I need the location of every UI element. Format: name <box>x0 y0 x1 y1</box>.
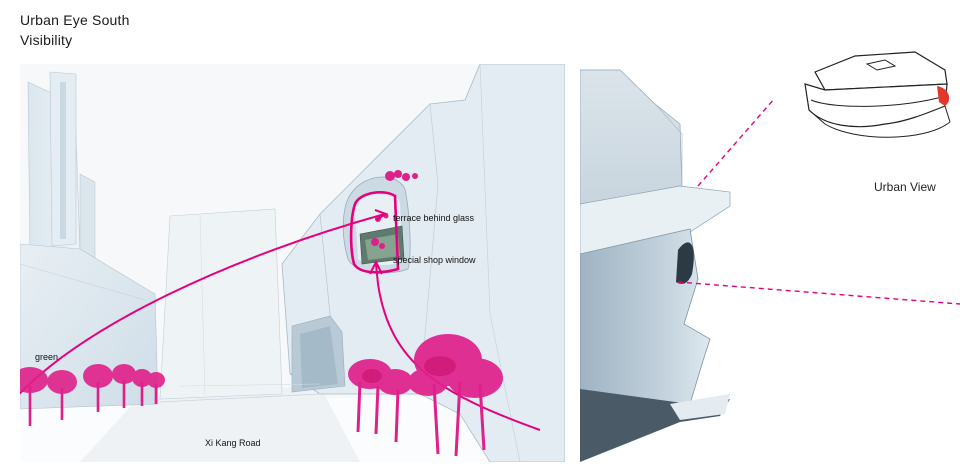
view-line-upper <box>697 97 776 187</box>
tree-row-left <box>20 364 165 426</box>
urban-eye-building <box>281 64 565 462</box>
building-thumbnail-svg <box>804 51 951 138</box>
label-shop-window: special shop window <box>393 255 476 265</box>
highlighted-facade-marker <box>937 86 950 106</box>
closeup-render-svg <box>580 69 960 462</box>
title-block: Urban Eye South Visibility <box>20 10 130 50</box>
road-surface <box>80 386 360 462</box>
middle-building <box>159 208 283 400</box>
label-terrace: terrace behind glass <box>393 213 475 223</box>
closeup-render <box>580 64 960 462</box>
label-road: Xi Kang Road <box>205 438 261 448</box>
view-line-lower <box>677 281 960 305</box>
page-title: Urban Eye South <box>20 12 130 28</box>
label-green: green <box>35 352 59 362</box>
street-render-svg <box>20 64 565 462</box>
closeup-ledge <box>580 185 731 265</box>
street-render: terrace behind glass special shop window… <box>20 64 565 462</box>
page-subtitle: Visibility <box>20 32 73 48</box>
building-thumbnail <box>795 44 960 154</box>
tree-group-right <box>348 334 503 457</box>
closeup-upper-mass <box>580 69 683 205</box>
eye-highlight <box>349 190 400 274</box>
urban-view-label: Urban View <box>874 180 936 194</box>
closeup-window <box>676 242 694 284</box>
